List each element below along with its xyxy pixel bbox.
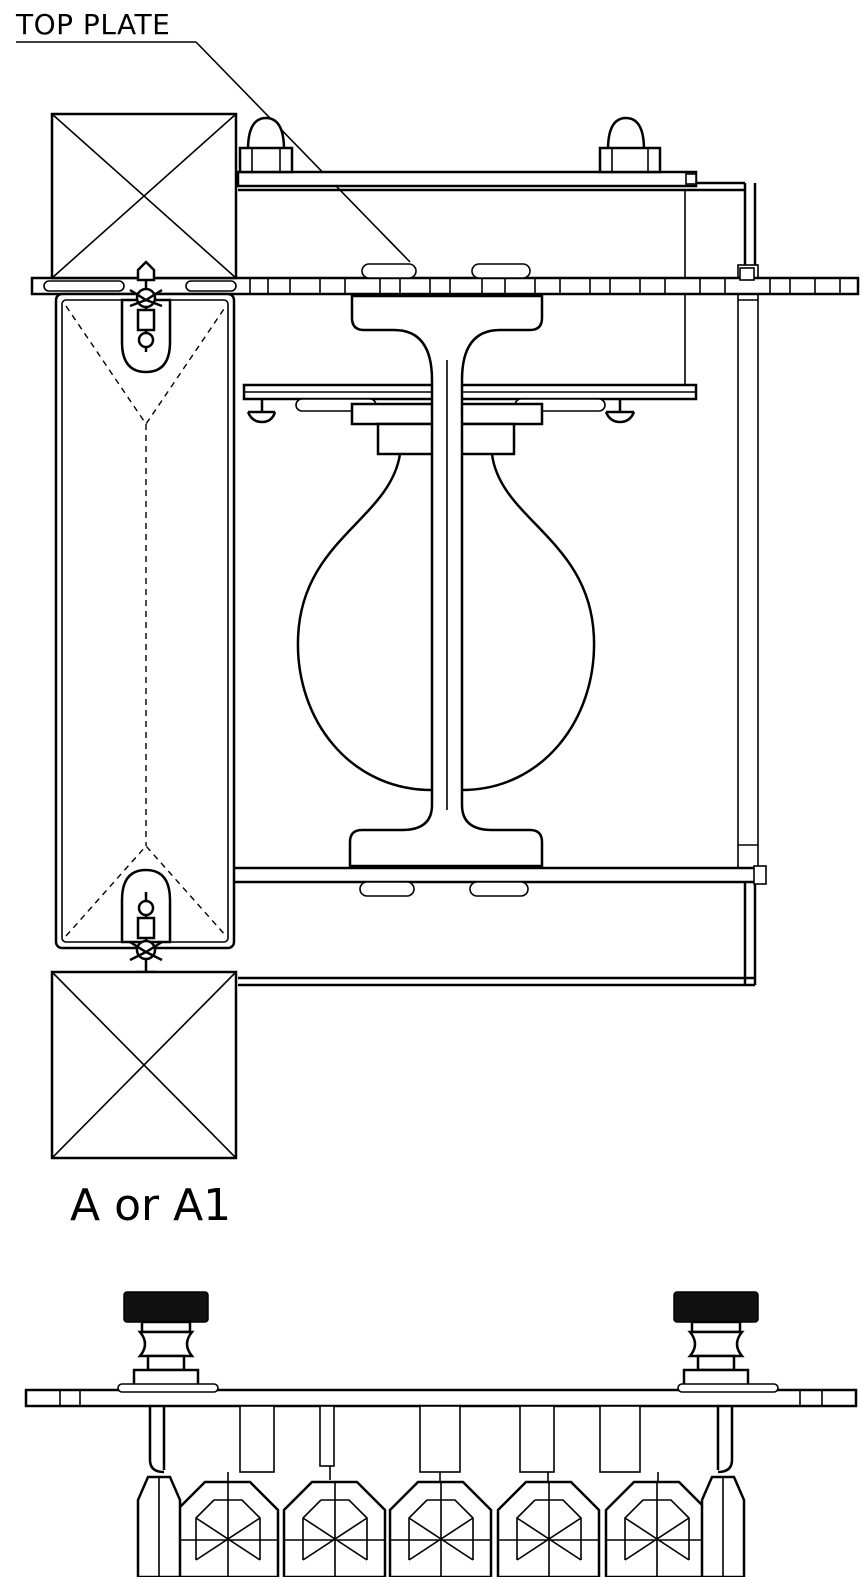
upper-plate bbox=[236, 170, 698, 188]
lower-plate bbox=[230, 865, 767, 897]
upper-connector-pin bbox=[129, 260, 163, 352]
crystal-4 bbox=[496, 1480, 601, 1577]
top-plate-label: TOP PLATE bbox=[16, 8, 171, 41]
end-crystal-right bbox=[700, 1475, 746, 1577]
lower-crossed-block bbox=[50, 970, 238, 1160]
top-plate bbox=[30, 263, 860, 296]
bottom-plate bbox=[24, 1383, 858, 1408]
glass-panel bbox=[54, 292, 236, 950]
crystal-3 bbox=[388, 1480, 493, 1577]
view-caption: A or A1 bbox=[70, 1180, 232, 1231]
knob-left bbox=[238, 116, 294, 174]
middle-plate bbox=[242, 383, 698, 424]
top-plate-leader bbox=[16, 41, 411, 263]
thumbscrew-left bbox=[123, 1291, 209, 1388]
lower-assembly bbox=[24, 1291, 858, 1577]
upper-crossed-block bbox=[50, 112, 238, 280]
crystal-1 bbox=[175, 1480, 280, 1577]
crystal-2 bbox=[282, 1480, 387, 1577]
spreader-bar bbox=[348, 294, 544, 868]
end-crystal-left bbox=[136, 1475, 182, 1577]
hanging-hooks bbox=[148, 1405, 734, 1484]
side-bracket bbox=[238, 181, 759, 987]
crystal-5 bbox=[604, 1480, 709, 1577]
upper-assembly bbox=[30, 112, 860, 1160]
knob-right bbox=[598, 116, 662, 174]
thumbscrew-right bbox=[673, 1291, 759, 1388]
